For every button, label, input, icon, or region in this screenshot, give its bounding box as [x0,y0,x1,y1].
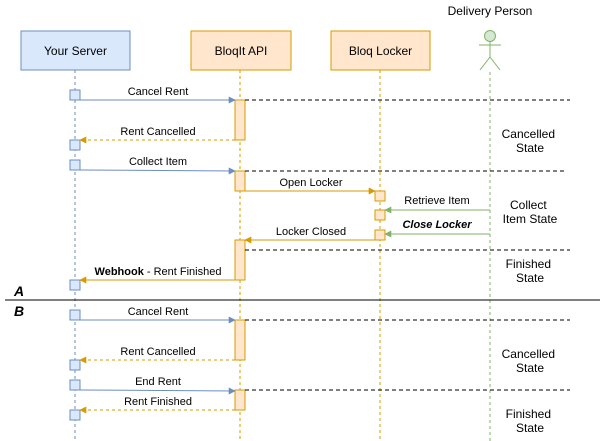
state-label-cancelled-a: Cancelled State [502,127,559,155]
state-line: State [516,361,544,375]
state-label-finished-a: Finished State [506,257,555,285]
activation-server [69,139,81,151]
message-locker-closed: Locker Closed [244,226,375,244]
state-line: Collect [510,198,547,212]
activation-api [234,239,246,281]
participant-locker: Bloq Locker [330,30,431,71]
message-rent-cancelled-a: Rent Cancelled [79,126,235,144]
participant-server: Your Server [20,30,131,71]
state-line: Finished [506,257,551,271]
stick-figure-icon [479,30,501,71]
state-label-cancelled-b: Cancelled State [502,347,559,375]
activation-locker [374,209,386,221]
message-collect-item: Collect Item [79,156,236,175]
message-label: Close Locker [402,219,472,231]
activation-locker [374,229,386,241]
message-label: Cancel Rent [128,306,189,318]
message-webhook-rent-finished: Webhook - Rent Finished [79,266,235,284]
activation-server [69,409,81,421]
message-label: Webhook - Rent Finished [95,266,222,278]
webhook-bold-label: Webhook [95,266,145,278]
message-label: End Rent [135,376,181,388]
activation-api [234,170,246,192]
state-line: State [516,141,544,155]
activation-locker [374,190,386,202]
message-label: Locker Closed [276,226,346,238]
message-open-locker: Open Locker [245,177,376,195]
message-label: Rent Cancelled [120,346,195,358]
state-line: Cancelled [502,127,555,141]
participant-locker-label: Bloq Locker [349,44,412,58]
section-label-b: B [14,303,24,319]
participant-server-label: Your Server [44,44,107,58]
activation-server [69,279,81,291]
message-label: Rent Cancelled [120,126,195,138]
message-end-rent: End Rent [79,376,236,395]
activation-server [69,89,81,101]
message-close-locker: Close Locker [384,219,490,238]
activation-server [69,379,81,391]
state-line: Item State [503,212,558,226]
activation-api [234,389,246,411]
activation-server [69,159,81,171]
message-label: Collect Item [129,156,187,168]
participant-delivery-label: Delivery Person [448,4,533,18]
message-label: Cancel Rent [128,86,189,98]
activation-server [69,359,81,371]
state-line: Finished [506,407,551,421]
state-line: State [516,421,544,435]
activation-api [234,319,246,361]
message-label: Open Locker [280,177,343,189]
message-label: Retrieve Item [404,195,469,207]
message-retrieve-item: Retrieve Item [384,195,490,214]
state-label-collect: Collect Item State [503,198,558,226]
state-label-finished-b: Finished State [506,407,555,435]
webhook-rest-label: - Rent Finished [144,266,222,278]
message-cancel-rent-a: Cancel Rent [80,86,236,104]
section-label-a: A [13,283,24,299]
activation-api [234,99,246,141]
message-label: Rent Finished [124,396,192,408]
message-rent-cancelled-b: Rent Cancelled [79,346,235,364]
message-cancel-rent-b: Cancel Rent [80,306,236,324]
participant-api: BloqIt API [190,30,292,71]
activation-server [69,309,81,321]
message-rent-finished-b: Rent Finished [79,396,235,414]
participant-api-label: BloqIt API [215,44,268,58]
state-line: Cancelled [502,347,555,361]
state-line: State [516,271,544,285]
